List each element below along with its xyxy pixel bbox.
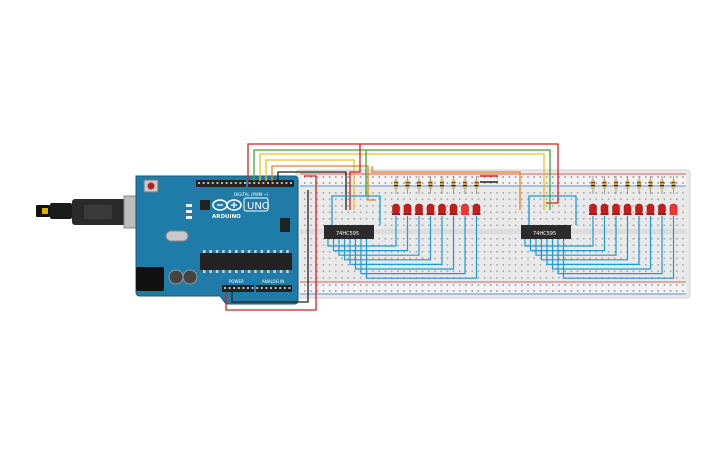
power-jack	[136, 267, 164, 291]
wire-blue-output	[529, 216, 606, 252]
digital-header-label: DIGITAL (PWM ~)	[234, 192, 269, 197]
capacitor-1	[168, 269, 184, 285]
led	[669, 203, 678, 215]
led	[623, 203, 632, 215]
capacitor-2	[182, 269, 198, 285]
resistor	[405, 176, 410, 194]
resistor	[451, 176, 456, 194]
ic-label: 74HC595	[336, 231, 359, 237]
ic-body	[521, 225, 571, 239]
arduino-uno: ARDUINO UNO DIGITAL (PWM ~) POWER ANALOG…	[36, 175, 299, 305]
wire-blue-output	[562, 216, 675, 279]
led	[415, 203, 423, 215]
led	[449, 203, 458, 215]
resistor	[614, 176, 618, 194]
resistor	[625, 176, 630, 194]
ic-body	[324, 225, 374, 239]
led	[461, 203, 469, 215]
wire-blue-output	[327, 216, 397, 247]
wire-blue-output	[551, 216, 652, 270]
shift-register-1: 74HC595	[324, 225, 374, 239]
wire-black	[277, 171, 347, 210]
atmega-chip	[200, 253, 292, 270]
model-text: UNO	[247, 201, 270, 212]
resistor	[602, 176, 607, 194]
wire-blue-output	[546, 216, 640, 265]
usb-plug-body	[50, 203, 72, 219]
bottom-power-rail	[300, 281, 686, 295]
led	[472, 203, 481, 215]
resistor	[474, 176, 479, 194]
wire-blue-output	[338, 216, 420, 256]
wire-yellow	[259, 153, 545, 210]
wire-blue-output	[535, 216, 617, 256]
led	[600, 203, 609, 215]
resistor	[394, 176, 398, 194]
wire-yellow-2	[265, 159, 355, 210]
led	[612, 203, 620, 215]
wire-blue-output	[354, 216, 455, 270]
wire-blue-output	[360, 216, 466, 275]
wire-blue-output	[343, 216, 432, 261]
icsp-header	[280, 218, 290, 232]
wire-blue-output	[524, 216, 594, 247]
shift-register-2: 74HC595	[521, 225, 571, 239]
resistor	[637, 176, 641, 194]
wire-green	[253, 149, 551, 210]
wire-orange-chain	[371, 166, 521, 210]
usb-chip	[200, 200, 210, 210]
center-channel	[300, 229, 686, 234]
wire-blue-output	[557, 216, 663, 275]
led-group-2	[589, 176, 678, 215]
wire-blue-output	[349, 216, 443, 265]
led	[392, 203, 400, 215]
power-header-label: POWER	[229, 279, 244, 284]
led	[438, 203, 446, 215]
wire-orange	[271, 165, 376, 201]
wire-blue-output	[332, 216, 409, 252]
output-wires	[327, 216, 675, 279]
brand-text: ARDUINO	[212, 214, 241, 220]
resistor	[440, 176, 444, 194]
wire-gnd	[231, 190, 309, 303]
crystal	[165, 230, 189, 242]
resistor	[591, 176, 595, 194]
resistor	[648, 176, 653, 194]
resistor	[463, 176, 467, 194]
wire-5v	[225, 175, 317, 311]
led	[403, 203, 412, 215]
resistor	[671, 176, 676, 194]
led-group-1	[392, 176, 481, 215]
led	[646, 203, 655, 215]
led	[658, 203, 666, 215]
wire-blue-loop-1	[331, 195, 381, 225]
digital-header-right	[248, 180, 294, 187]
wire-blue-loop-2	[528, 195, 577, 225]
led	[635, 203, 643, 215]
led	[589, 203, 597, 215]
led	[426, 203, 435, 215]
arduino-logo	[212, 199, 242, 211]
wire-red-drop	[349, 144, 361, 210]
resistor	[417, 176, 421, 194]
wire-blue-output	[365, 216, 478, 279]
wire-red-top	[247, 143, 559, 204]
analog-header	[256, 285, 292, 292]
analog-header-label: ANALOG IN	[262, 279, 284, 284]
wire-blue-output	[540, 216, 629, 261]
usb-plug-contact	[42, 208, 48, 214]
ic-label: 74HC595	[533, 231, 556, 237]
control-wires	[225, 143, 577, 311]
resistor	[428, 176, 433, 194]
resistor	[660, 176, 664, 194]
